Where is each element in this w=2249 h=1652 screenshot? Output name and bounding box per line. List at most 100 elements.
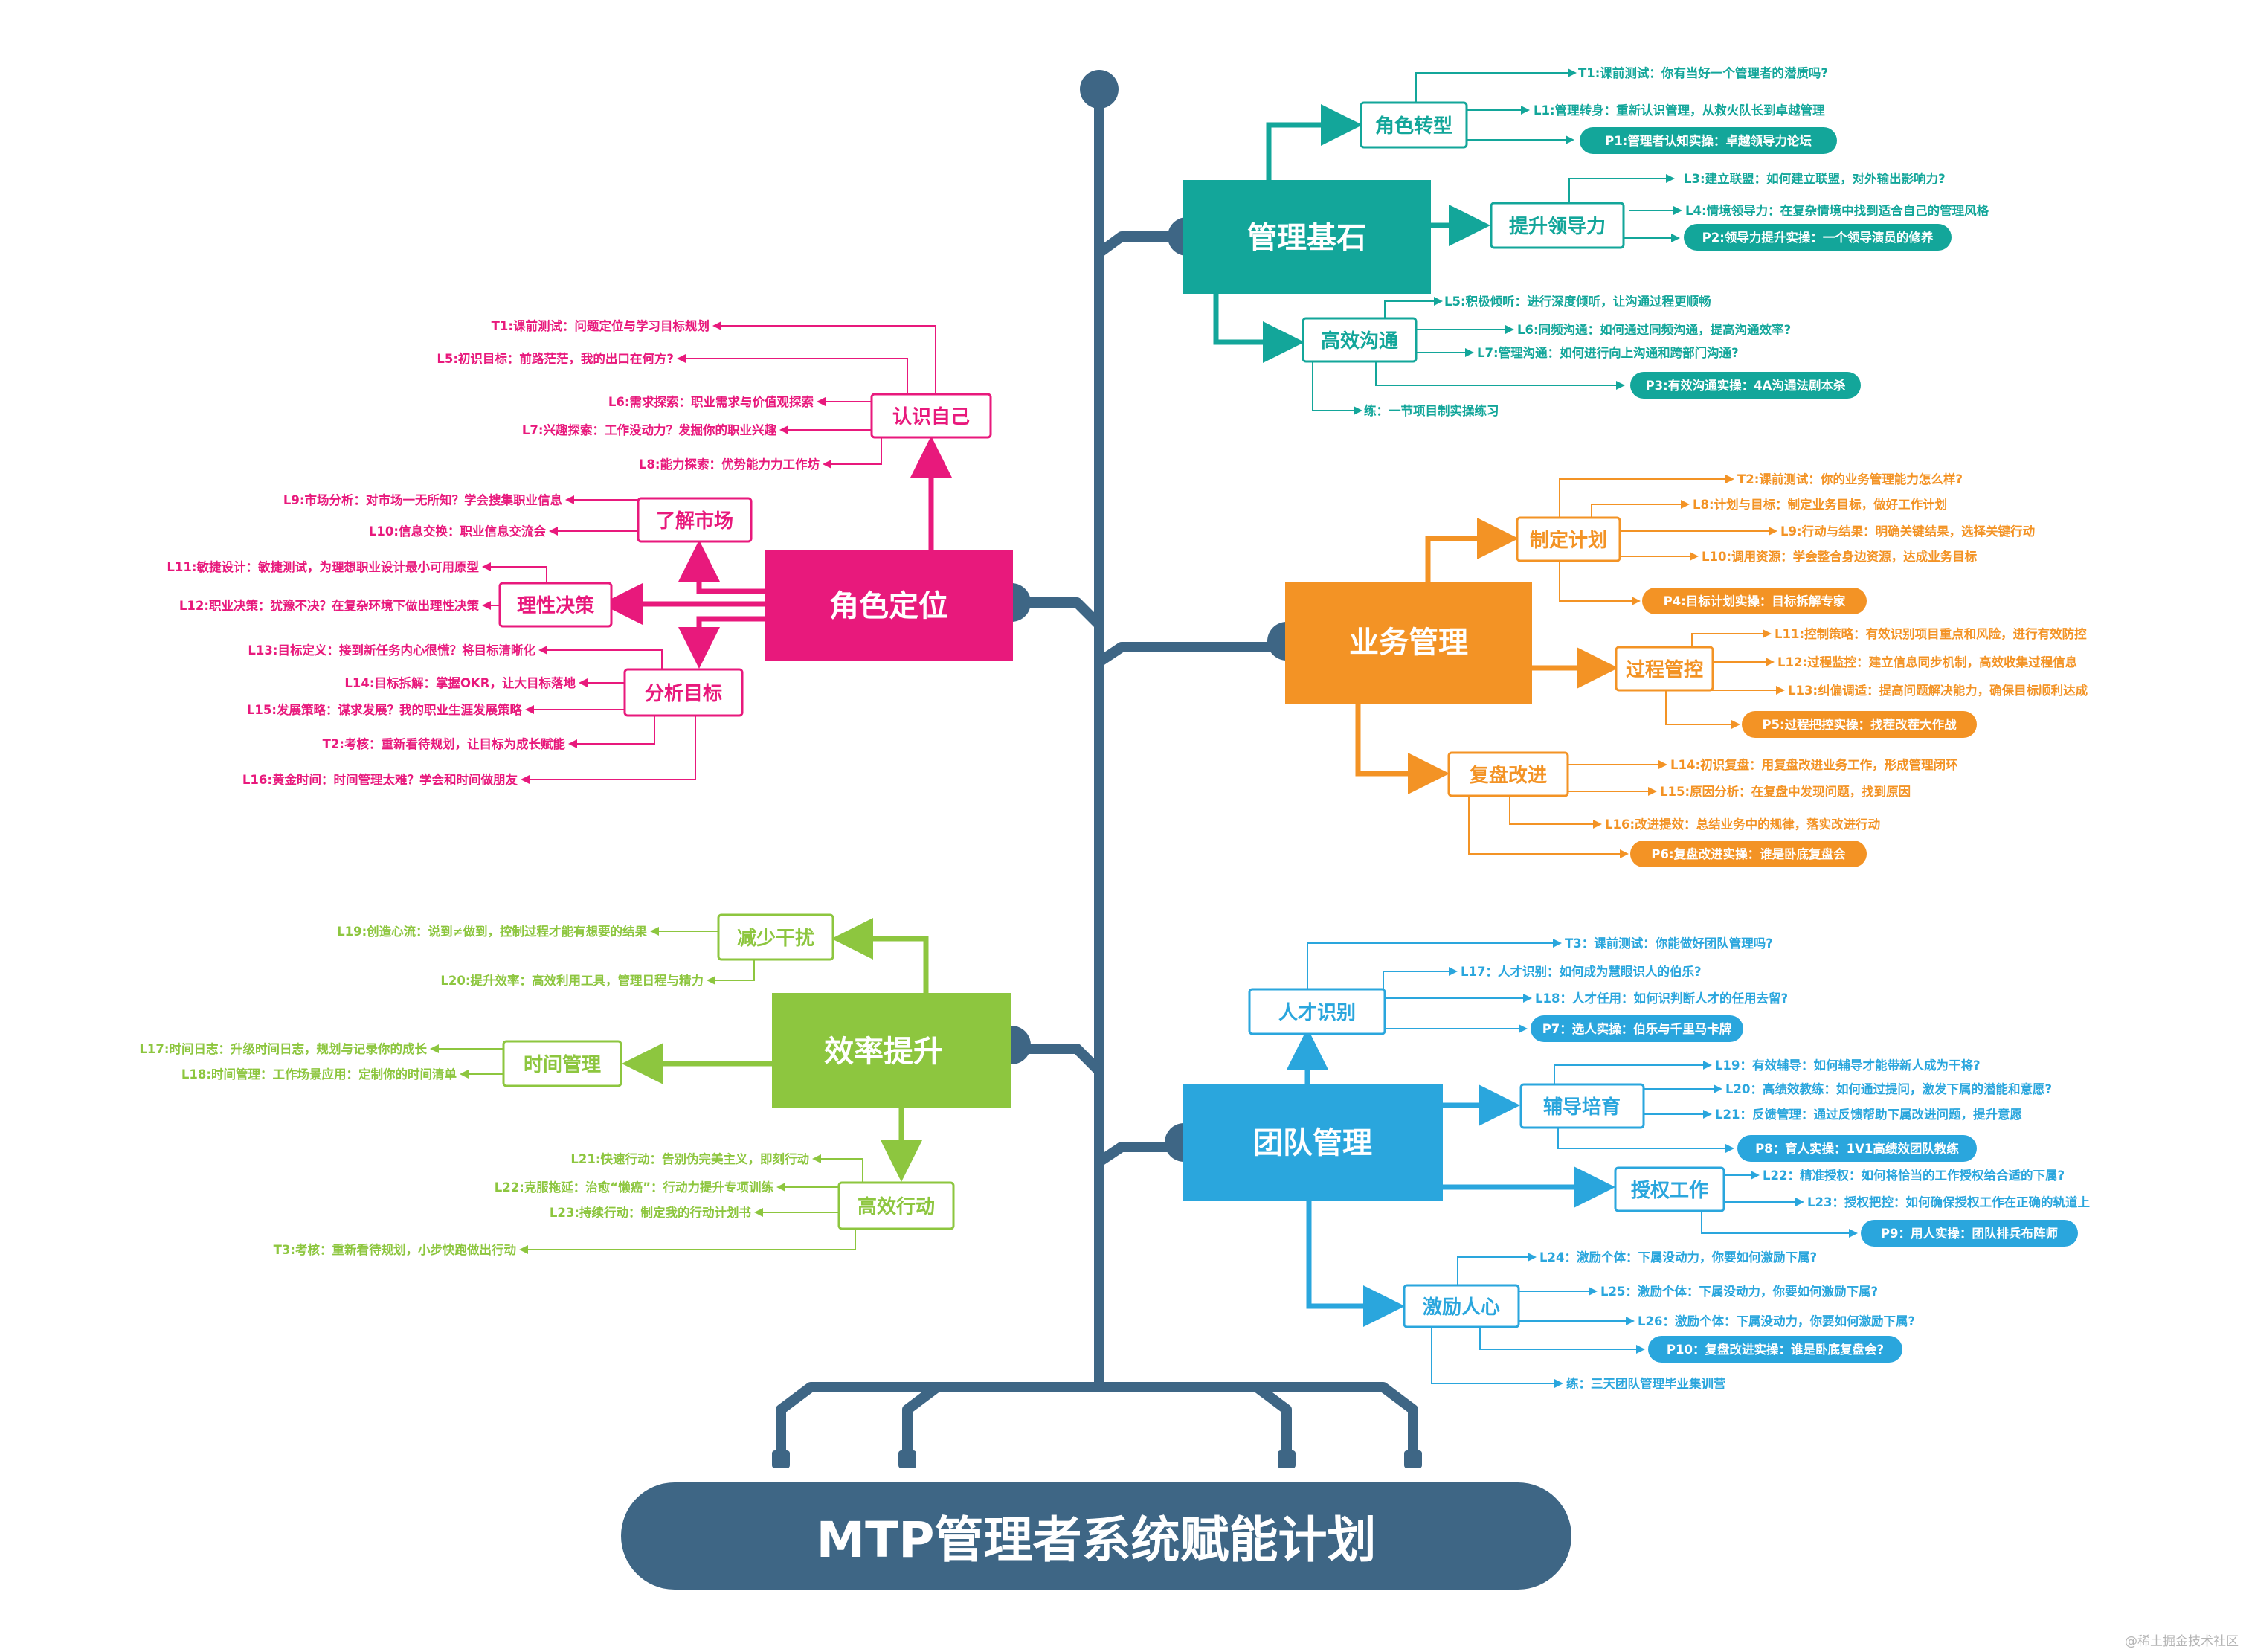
leaf-text: L10:信息交换：职业信息交流会 xyxy=(369,524,547,539)
pill-p9[interactable]: P9：用人实操：团队排兵布阵师 xyxy=(1861,1220,2078,1247)
leaf-text: L21：反馈管理：通过反馈帮助下属改进问题，提升意愿 xyxy=(1715,1107,2022,1122)
sub-node-rencai-shibie[interactable]: 人才识别 xyxy=(1248,988,1386,1035)
leaf-text: T2:考核：重新看待规划，让目标为成长赋能 xyxy=(323,736,566,751)
leaf-text: L24：激励个体：下属没动力，你要如何激励下属? xyxy=(1539,1250,1817,1264)
sub-node-fenxi-mubiao[interactable]: 分析目标 xyxy=(623,668,744,717)
sub-label: 了解市场 xyxy=(656,510,733,533)
sub-node-fudao-peiyu[interactable]: 辅导培育 xyxy=(1519,1083,1645,1129)
sub-node-renshi-ziji[interactable]: 认识自己 xyxy=(870,393,992,439)
main-label-jichu: 管理基石 xyxy=(1247,221,1366,255)
branch-yewu xyxy=(1355,475,1785,858)
main-node-tuandui[interactable] xyxy=(1183,1084,1443,1201)
leaf-text: L16:改进提效：总结业务中的规律，落实改进行动 xyxy=(1605,817,1880,832)
branch-jichu xyxy=(1213,68,1682,415)
leaf-text: T3：课前测试：你能做好团队管理吗? xyxy=(1565,936,1773,951)
sub-node-jianshao-ganrao[interactable]: 减少干扰 xyxy=(717,913,834,961)
sub-label: 时间管理 xyxy=(524,1054,601,1076)
main-node-yewu[interactable] xyxy=(1285,582,1532,704)
sub-node-gaoxiao-xingdong[interactable]: 高效行动 xyxy=(837,1181,955,1230)
sub-node-shouquan-gongzuo[interactable]: 授权工作 xyxy=(1614,1166,1725,1212)
leaf-text: L5:积极倾听：进行深度倾听，让沟通过程更顺畅 xyxy=(1444,294,1711,309)
pill-p2[interactable]: P2:领导力提升实操：一个领导演员的修养 xyxy=(1684,224,1952,251)
sub-label: 辅导培育 xyxy=(1543,1096,1621,1119)
sub-label: 过程管控 xyxy=(1626,659,1703,681)
sub-label: 制定计划 xyxy=(1530,529,1607,552)
leaf-text: L8:能力探索：优势能力力工作坊 xyxy=(639,457,820,472)
main-label-tuandui: 团队管理 xyxy=(1253,1126,1372,1160)
sub-label: 激励人心 xyxy=(1423,1296,1500,1319)
sub-node-lixing-juece[interactable]: 理性决策 xyxy=(498,582,613,628)
sub-node-guocheng-guankong[interactable]: 过程管控 xyxy=(1615,646,1714,692)
leaf-text: L9:行动与结果：明确关键结果，选择关键行动 xyxy=(1780,524,2035,539)
pill-p5[interactable]: P5:过程把控实操：找茬改茬大作战 xyxy=(1742,711,1977,738)
leaf-text: L11:敏捷设计：敏捷测试，为理想职业设计最小可用原型 xyxy=(167,559,479,574)
leaf-text: 练：一节项目制实操练习 xyxy=(1364,403,1499,418)
leaf-text: L18:时间管理：工作场景应用：定制你的时间清单 xyxy=(181,1067,457,1081)
trunk-foot xyxy=(898,1450,916,1468)
sub-label: 复盘改进 xyxy=(1470,764,1547,787)
leaf-text: L22:克服拖延：治愈“懒癌”：行动力提升专项训练 xyxy=(495,1180,774,1195)
pill-p6[interactable]: P6:复盘改进实操：谁是卧底复盘会 xyxy=(1630,841,1867,867)
svg-text:P10：复盘改进实操：谁是卧底复盘会?: P10：复盘改进实操：谁是卧底复盘会? xyxy=(1667,1342,1884,1357)
leaf-text: L26：激励个体：下属没动力，你要如何激励下属? xyxy=(1638,1314,1915,1328)
main-label-juese-dingwei: 角色定位 xyxy=(829,589,948,623)
pill-p8[interactable]: P8：育人实操：1V1高绩效团队教练 xyxy=(1737,1135,1977,1162)
sub-node-zhiding-jihua[interactable]: 制定计划 xyxy=(1516,516,1621,562)
svg-text:P8：育人实操：1V1高绩效团队教练: P8：育人实操：1V1高绩效团队教练 xyxy=(1755,1141,1959,1156)
sub-label: 认识自己 xyxy=(892,405,970,428)
watermark: @稀土掘金技术社区 xyxy=(2125,1634,2239,1649)
svg-text:P1:管理者认知实操：卓越领导力论坛: P1:管理者认知实操：卓越领导力论坛 xyxy=(1605,133,1812,148)
sub-node-gaoxiao-goutong[interactable]: 高效沟通 xyxy=(1302,317,1418,363)
page-title: MTP管理者系统赋能计划 xyxy=(816,1511,1376,1569)
svg-text:P7：选人实操：伯乐与千里马卡牌: P7：选人实操：伯乐与千里马卡牌 xyxy=(1542,1021,1732,1036)
leaf-text: L14:初识复盘：用复盘改进业务工作，形成管理闭环 xyxy=(1670,757,1958,772)
leaf-text: L13:纠偏调适：提高问题解决能力，确保目标顺利达成 xyxy=(1788,683,2088,698)
leaf-text: L15:原因分析：在复盘中发现问题，找到原因 xyxy=(1660,784,1911,799)
svg-text:P2:领导力提升实操：一个领导演员的修养: P2:领导力提升实操：一个领导演员的修养 xyxy=(1702,230,1934,245)
svg-text:P5:过程把控实操：找茬改茬大作战: P5:过程把控实操：找茬改茬大作战 xyxy=(1762,717,1957,732)
sub-label: 高效沟通 xyxy=(1321,330,1398,353)
leaf-text: L23:持续行动：制定我的行动计划书 xyxy=(550,1205,752,1220)
leaf-text: L7:兴趣探索：工作没动力？发掘你的职业兴趣 xyxy=(522,422,777,437)
sub-label: 高效行动 xyxy=(858,1195,935,1218)
svg-text:P4:目标计划实操：目标拆解专家: P4:目标计划实操：目标拆解专家 xyxy=(1664,594,1846,608)
sub-node-tisheng-lingdaoli[interactable]: 提升领导力 xyxy=(1490,202,1625,249)
sub-node-juese-zhuanxing[interactable]: 角色转型 xyxy=(1360,101,1468,149)
sub-label: 授权工作 xyxy=(1631,1180,1708,1202)
leaf-text: L6:同频沟通：如何通过同频沟通，提高沟通效率? xyxy=(1517,322,1791,337)
sub-node-jili-renxin[interactable]: 激励人心 xyxy=(1403,1284,1520,1328)
leaf-text: L12:职业决策：犹豫不决？在复杂环境下做出理性决策 xyxy=(179,598,480,613)
sub-label: 减少干扰 xyxy=(737,928,814,950)
sub-node-shijian-guanli[interactable]: 时间管理 xyxy=(502,1040,622,1087)
sub-node-fupan-gaijin[interactable]: 复盘改进 xyxy=(1447,751,1569,797)
pill-p3[interactable]: P3:有效沟通实操：4A沟通法剧本杀 xyxy=(1630,372,1861,399)
leaf-text: L8:计划与目标：制定业务目标，做好工作计划 xyxy=(1693,497,1947,512)
main-node-juese-dingwei[interactable] xyxy=(765,550,1013,661)
pill-p7[interactable]: P7：选人实操：伯乐与千里马卡牌 xyxy=(1531,1015,1743,1042)
trunk xyxy=(776,84,1418,1463)
main-node-jichu[interactable] xyxy=(1183,180,1431,294)
pill-p10[interactable]: P10：复盘改进实操：谁是卧底复盘会? xyxy=(1648,1336,1902,1363)
leaf-text: L10:调用资源：学会整合身边资源，达成业务目标 xyxy=(1702,549,1978,564)
leaf-text: L17：人才识别：如何成为慧眼识人的伯乐? xyxy=(1461,964,1702,979)
leaf-text: L11:控制策略：有效识别项目重点和风险，进行有效防控 xyxy=(1775,626,2087,641)
sub-label: 提升领导力 xyxy=(1509,215,1606,238)
leaf-text: L14:目标拆解：掌握OKR，让大目标落地 xyxy=(344,675,576,690)
trunk-foot xyxy=(1278,1450,1296,1468)
leaf-text: L20：高绩效教练：如何通过提问，激发下属的潜能和意愿? xyxy=(1725,1081,2052,1096)
leaf-text: L16:黄金时间：时间管理太难？学会和时间做朋友 xyxy=(242,772,518,787)
branch-juese-dingwei xyxy=(482,321,952,784)
trunk-foot xyxy=(772,1450,790,1468)
sub-label: 分析目标 xyxy=(645,683,722,705)
pill-p4[interactable]: P4:目标计划实操：目标拆解专家 xyxy=(1642,588,1867,614)
sub-node-liaojie-shichang[interactable]: 了解市场 xyxy=(637,497,753,543)
trunk-top-node xyxy=(1080,70,1119,109)
sub-label: 人才识别 xyxy=(1278,1002,1356,1024)
leaf-text: T1:课前测试：你有当好一个管理者的潜质吗? xyxy=(1578,65,1828,80)
leaf-text: L19:创造心流：说到≠做到，控制过程才能有想要的结果 xyxy=(337,924,647,939)
pill-p1[interactable]: P1:管理者认知实操：卓越领导力论坛 xyxy=(1580,127,1837,154)
main-node-xiaolv[interactable] xyxy=(772,993,1011,1108)
svg-text:P9：用人实操：团队排兵布阵师: P9：用人实操：团队排兵布阵师 xyxy=(1881,1226,2058,1241)
leaf-text: L20:提升效率：高效利用工具，管理日程与精力 xyxy=(440,973,704,988)
leaf-text: L4:情境领导力：在复杂情境中找到适合自己的管理风格 xyxy=(1685,203,1989,218)
